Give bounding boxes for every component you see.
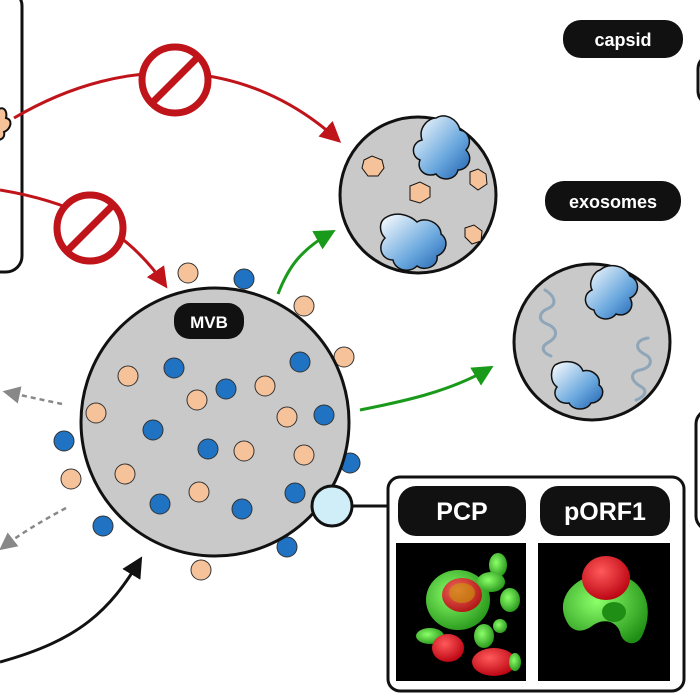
exosomes-label: exosomes [545,181,681,221]
pcp-header-text: PCP [436,498,487,526]
pcp-micrograph [396,543,526,681]
porf1-header-text: pORF1 [564,498,646,526]
gray-dotted-arrow [2,386,63,406]
capsid-particles [361,155,488,245]
mvb-label: MVB [174,303,244,339]
porf1-header: pORF1 [540,486,670,536]
arrow-into-mvb [0,556,143,664]
mvb-body [79,286,351,558]
exosomes-label-text: exosomes [569,192,657,212]
arrow-mvb-to-exosomes [359,365,494,412]
gray-dotted-arrow [0,506,67,551]
rna-strand [539,288,557,358]
mvb-label-text: MVB [190,313,228,332]
capsid-cluster [550,360,604,410]
capsid-vesicle [338,115,498,275]
exosome-vesicle [512,262,672,422]
mvb-internal-vesicles [85,351,335,520]
pcp-header: PCP [398,486,526,536]
zoom-connector [310,484,392,528]
rna-strand [631,336,652,402]
capsid-label-text: capsid [594,30,651,50]
micrograph-panel: PCP pORF1 [386,475,686,693]
capsid-label: capsid [563,20,683,58]
right-side-panels [694,59,700,528]
mvb-surface-dots [53,262,361,581]
capsid-cluster [412,115,471,180]
arrow-mvb-to-capsid [276,229,336,295]
capsid-cluster [379,213,447,271]
left-cell-panel [0,0,24,274]
prohibition-icon [53,191,127,265]
prohibition-icon [138,43,212,117]
capsid-cluster [584,264,639,320]
porf1-micrograph [538,543,670,681]
